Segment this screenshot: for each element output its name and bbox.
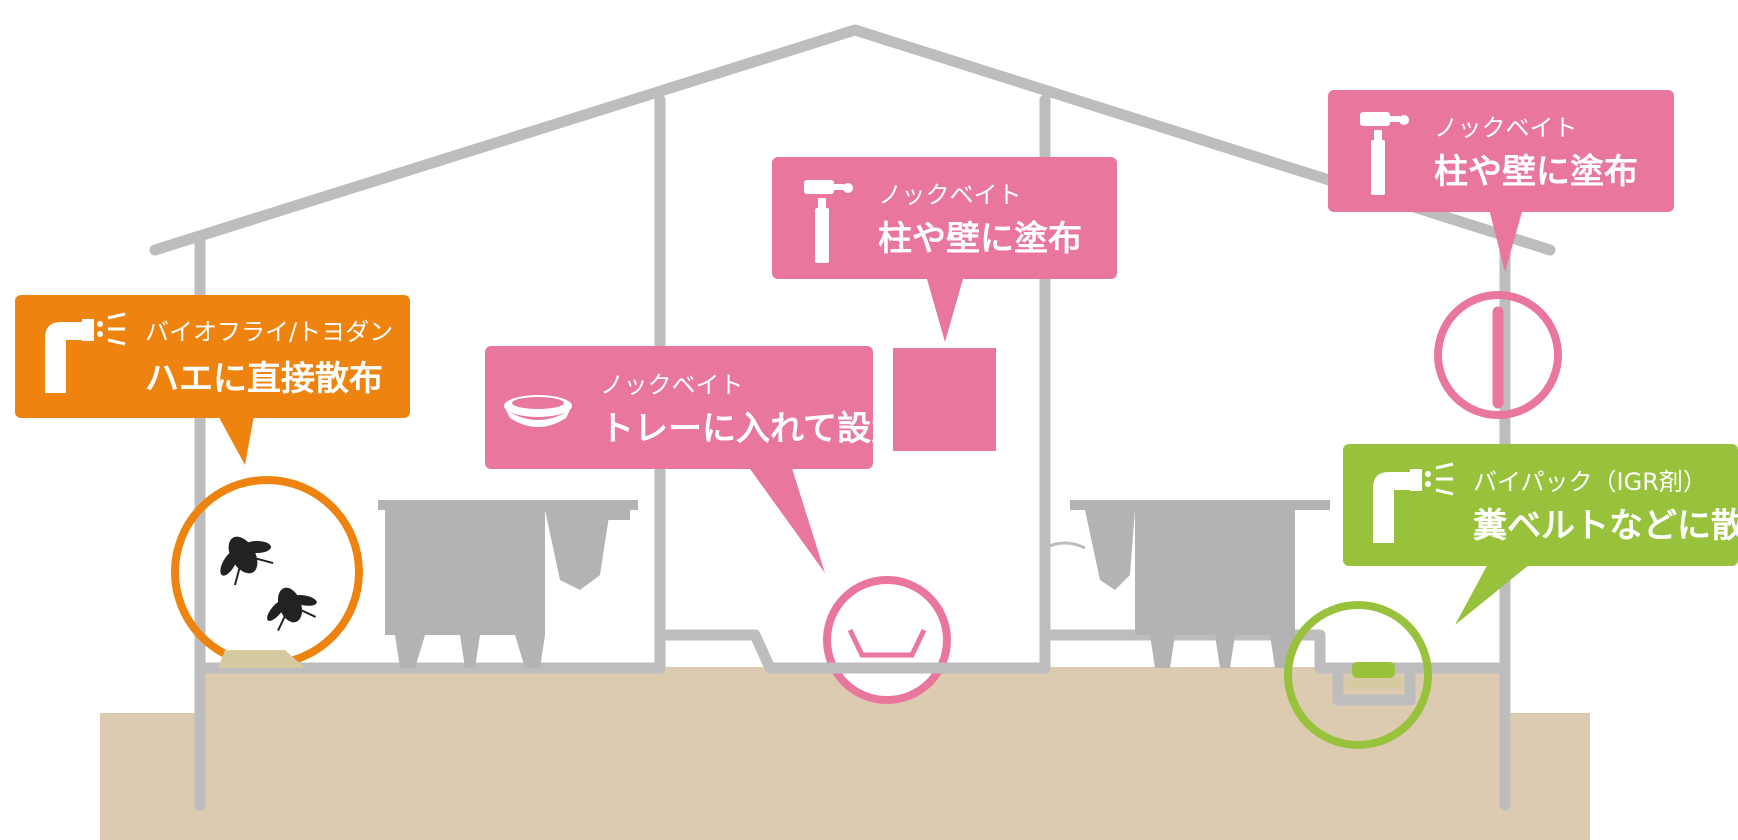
ground — [100, 713, 1590, 840]
green-callout: バイパック（IGR剤） 糞ベルトなどに散布 — [1343, 444, 1738, 625]
tray-callout-box — [485, 346, 873, 469]
cow-left — [378, 500, 638, 668]
wall-treatment-patch — [893, 348, 996, 451]
post-circle — [1434, 291, 1562, 419]
manure-trench — [1319, 662, 1416, 706]
orange-callout-line1: バイオフライ/トヨダン — [145, 318, 393, 346]
wall-right-callout-box — [1328, 90, 1674, 212]
wall-right-callout-pointer — [1488, 205, 1524, 272]
manure-belt — [1345, 678, 1403, 688]
orange-callout-pointer — [215, 410, 255, 465]
green-callout-box — [1343, 444, 1738, 566]
roof-line — [149, 24, 1556, 256]
cow-chain — [1044, 541, 1086, 550]
green-callout-pointer — [1455, 560, 1535, 625]
tray-callout-line1: ノックベイト — [600, 371, 744, 399]
green-callout-line1: バイパック（IGR剤） — [1473, 468, 1707, 496]
bait-tray-icon — [504, 395, 572, 427]
cow-right — [1070, 500, 1330, 668]
spray-nozzle-icon — [45, 312, 126, 393]
wall-center-callout-line2: 柱や壁に塗布 — [878, 219, 1082, 259]
tray-callout: ノックベイト トレーに入れて設置 — [485, 346, 905, 573]
wall-right-callout-line1: ノックベイト — [1434, 114, 1578, 142]
fly-icon — [267, 587, 317, 632]
manure-belt-circle — [1284, 601, 1432, 749]
green-callout-line2: 糞ベルトなどに散布 — [1473, 506, 1738, 546]
tray-callout-pointer — [745, 462, 825, 573]
tray-circle — [823, 576, 951, 704]
fly-icon — [220, 536, 274, 586]
spray-nozzle-icon — [1373, 462, 1454, 543]
wall-right-callout: ノックベイト 柱や壁に塗布 — [1328, 90, 1674, 272]
tray-callout-line2: トレーに入れて設置 — [600, 409, 905, 449]
wall-right-callout-line2: 柱や壁に塗布 — [1434, 152, 1638, 192]
bait-mat — [218, 650, 305, 668]
orange-callout-line2: ハエに直接散布 — [145, 359, 383, 399]
orange-callout-box — [15, 295, 410, 418]
tray-shape — [847, 628, 927, 658]
paint-roller-icon — [804, 180, 853, 263]
igr-treatment — [1352, 662, 1395, 678]
orange-callout: バイオフライ/トヨダン ハエに直接散布 — [15, 295, 410, 465]
wall-center-callout-box — [772, 157, 1117, 279]
wall-center-callout-line1: ノックベイト — [878, 181, 1022, 209]
paint-roller-icon — [1360, 112, 1409, 195]
wall-center-callout: ノックベイト 柱や壁に塗布 — [772, 157, 1117, 342]
wall-center-callout-pointer — [925, 272, 965, 342]
